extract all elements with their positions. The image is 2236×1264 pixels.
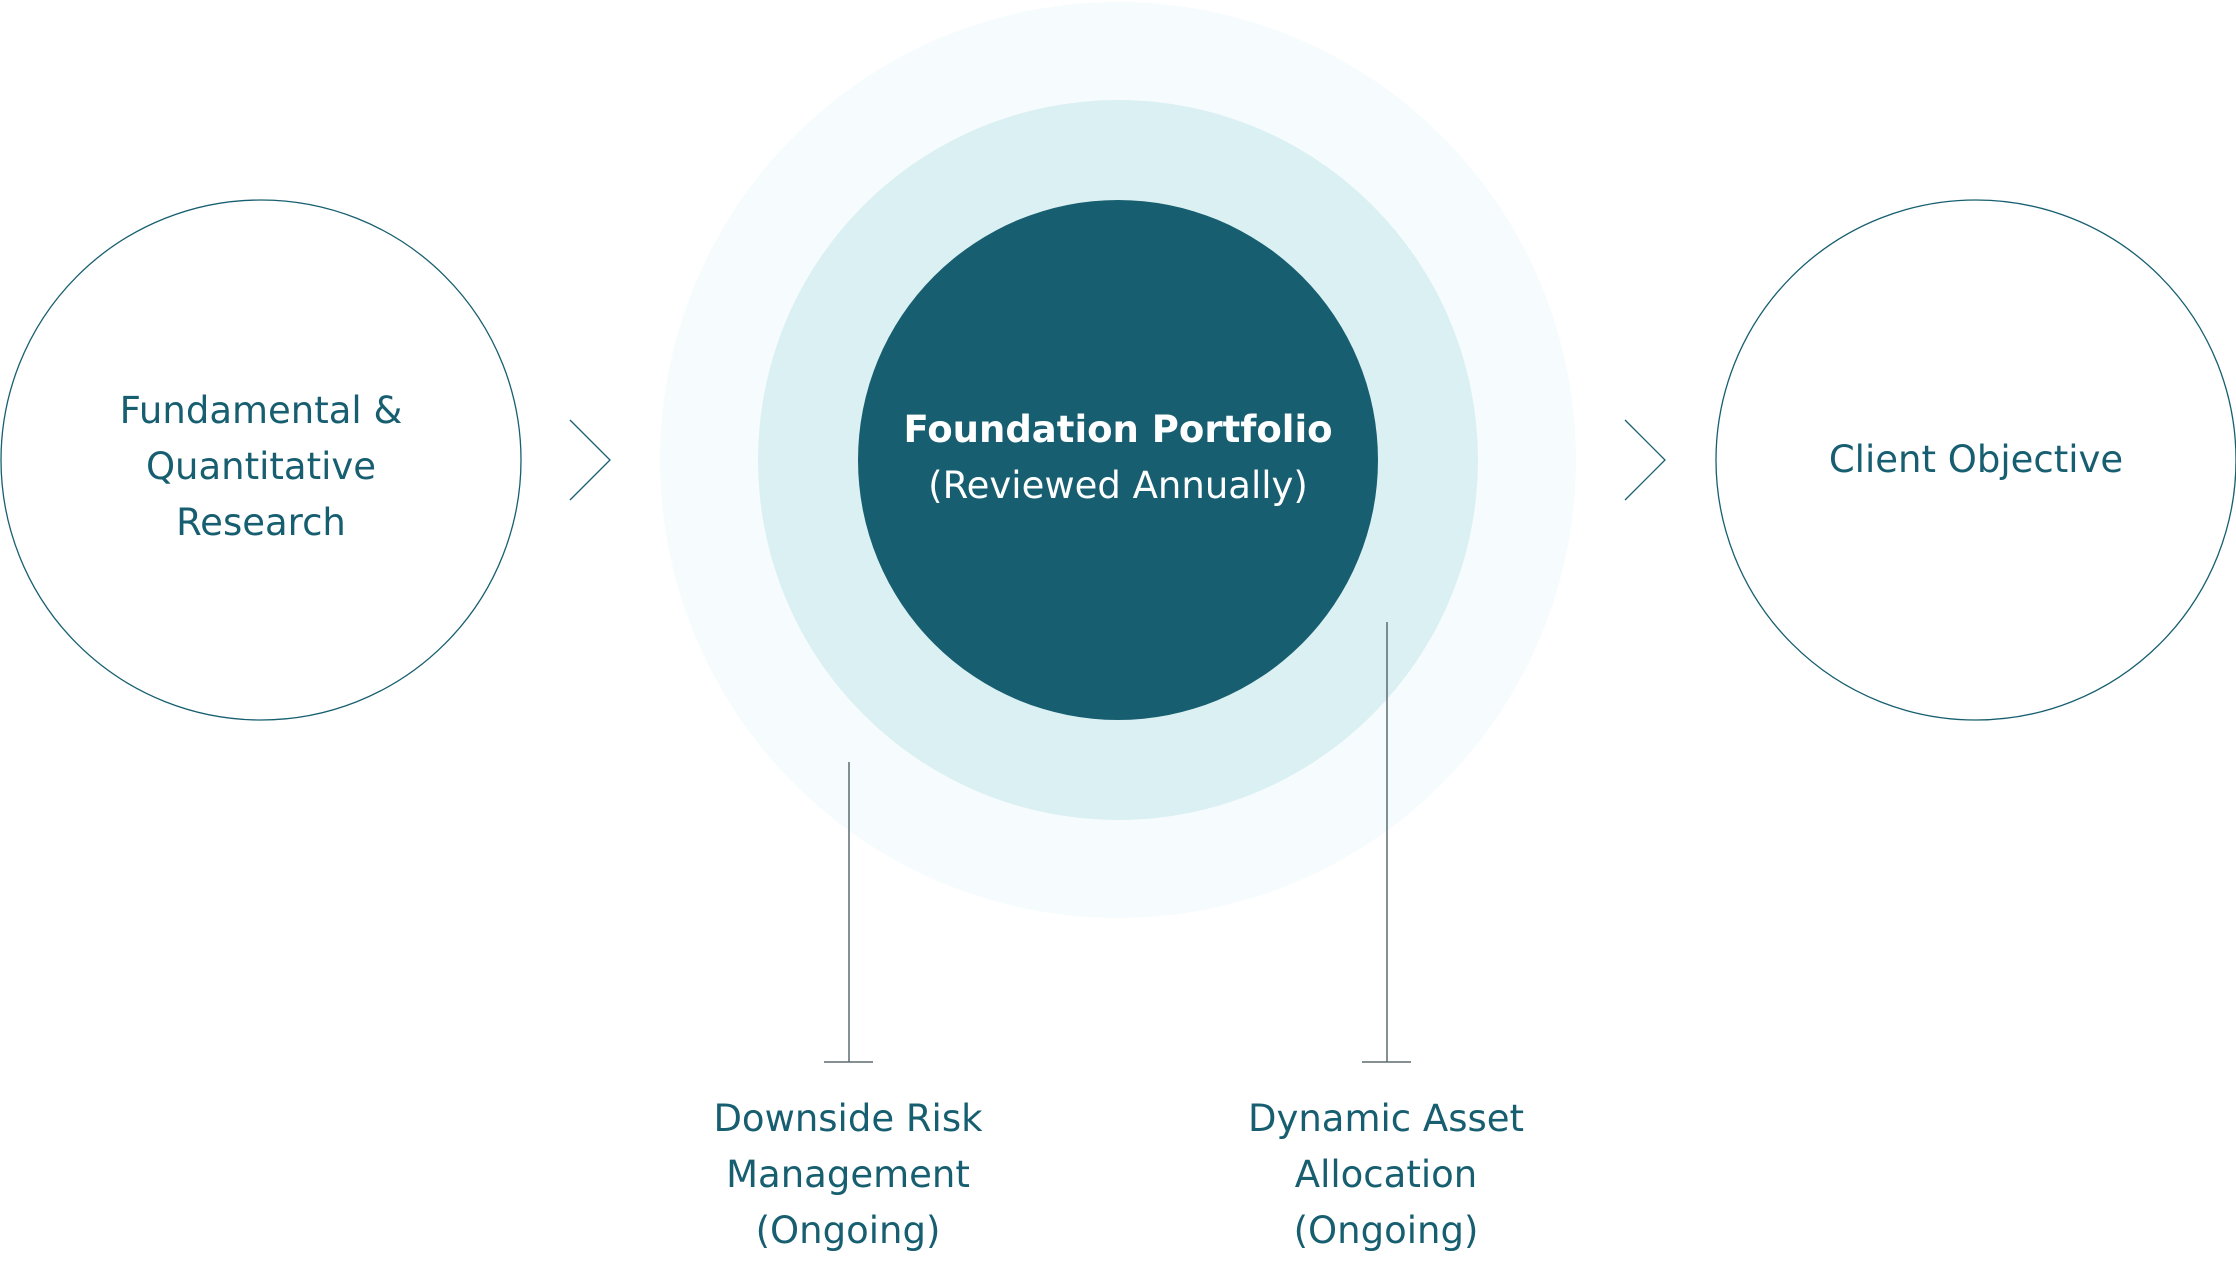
client-objective-text: Client Objective	[1828, 438, 2124, 481]
chevron-right-icon	[569, 419, 611, 501]
dynamic-asset-line: (Ongoing)	[1293, 1209, 1479, 1252]
research-label-line: Fundamental &	[119, 389, 403, 432]
chevron-right-icon	[1624, 419, 1666, 501]
foundation-portfolio-subtitle: (Reviewed Annually)	[928, 464, 1308, 507]
downside-risk-label: Downside Risk Management (Ongoing)	[713, 1091, 982, 1259]
downside-risk-line: Downside Risk	[713, 1097, 983, 1140]
foundation-portfolio-circle	[858, 200, 1378, 720]
research-label-line: Research	[176, 501, 346, 544]
research-circle	[0, 199, 522, 721]
foundation-portfolio-title: Foundation Portfolio	[903, 408, 1333, 451]
dynamic-asset-line: Allocation	[1294, 1153, 1478, 1196]
client-objective-label: Client Objective	[1829, 432, 2123, 488]
research-label: Fundamental & Quantitative Research	[120, 383, 403, 551]
dynamic-asset-line: Dynamic Asset	[1247, 1097, 1525, 1140]
dynamic-asset-label: Dynamic Asset Allocation (Ongoing)	[1248, 1091, 1524, 1259]
foundation-portfolio-label: Foundation Portfolio (Reviewed Annually)	[903, 402, 1332, 514]
client-objective-circle	[1715, 199, 2236, 721]
downside-risk-line: Management	[726, 1153, 970, 1196]
downside-risk-line: (Ongoing)	[755, 1209, 941, 1252]
research-label-line: Quantitative	[145, 445, 377, 488]
